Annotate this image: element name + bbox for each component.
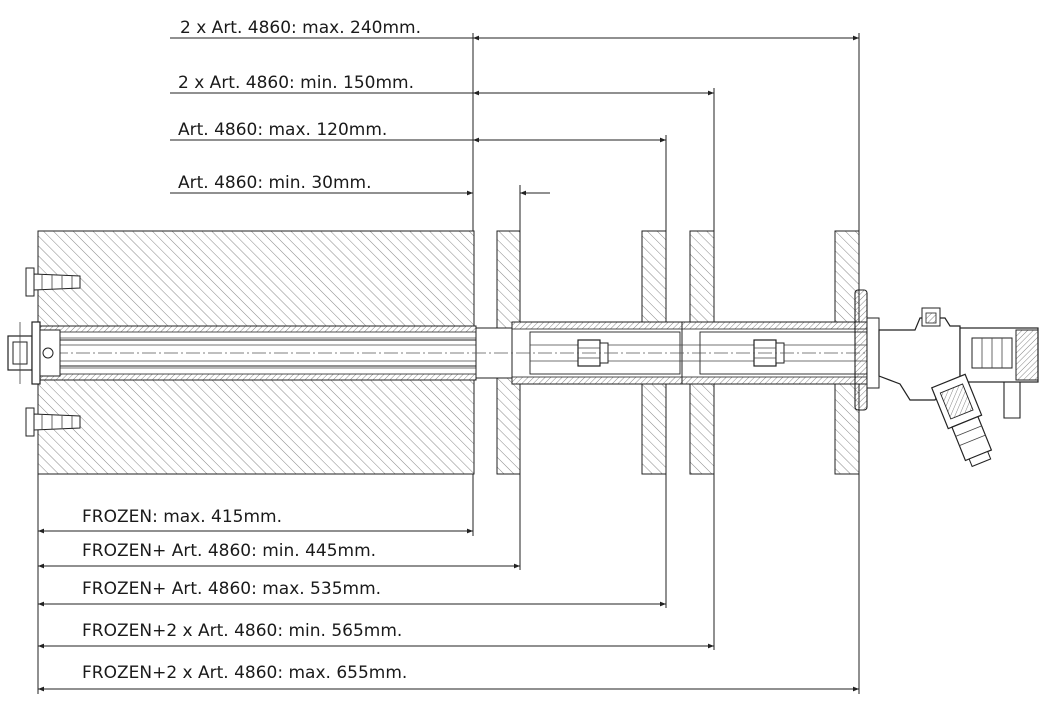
screw-bottom [25, 407, 81, 437]
bottom-dimension-lines [37, 474, 860, 694]
top-dimension-labels: 2 x Art. 4860: max. 240mm. 2 x Art. 4860… [178, 18, 421, 193]
dim-label-min-30: Art. 4860: min. 30mm. [178, 173, 372, 193]
dim-label-frozen-plus-max-535: FROZEN+ Art. 4860: max. 535mm. [82, 579, 381, 599]
pipe-assembly [10, 321, 1000, 385]
dim-label-frozen-max-415: FROZEN: max. 415mm. [82, 507, 282, 527]
screw-top [25, 267, 81, 297]
dim-label-max-120: Art. 4860: max. 120mm. [178, 120, 387, 140]
bottom-dimension-labels: FROZEN: max. 415mm. FROZEN+ Art. 4860: m… [82, 507, 407, 683]
dim-label-2x-min-150: 2 x Art. 4860: min. 150mm. [178, 73, 414, 93]
dim-label-frozen-plus-min-445: FROZEN+ Art. 4860: min. 445mm. [82, 541, 376, 561]
dim-label-2x-max-240: 2 x Art. 4860: max. 240mm. [180, 18, 421, 38]
top-dimension-lines [170, 33, 860, 231]
dim-label-frozen-plus2-min-565: FROZEN+2 x Art. 4860: min. 565mm. [82, 621, 402, 641]
valve-assembly [854, 289, 1039, 468]
dim-label-frozen-plus2-max-655: FROZEN+2 x Art. 4860: max. 655mm. [82, 663, 407, 683]
left-mounting-plate [7, 267, 81, 437]
